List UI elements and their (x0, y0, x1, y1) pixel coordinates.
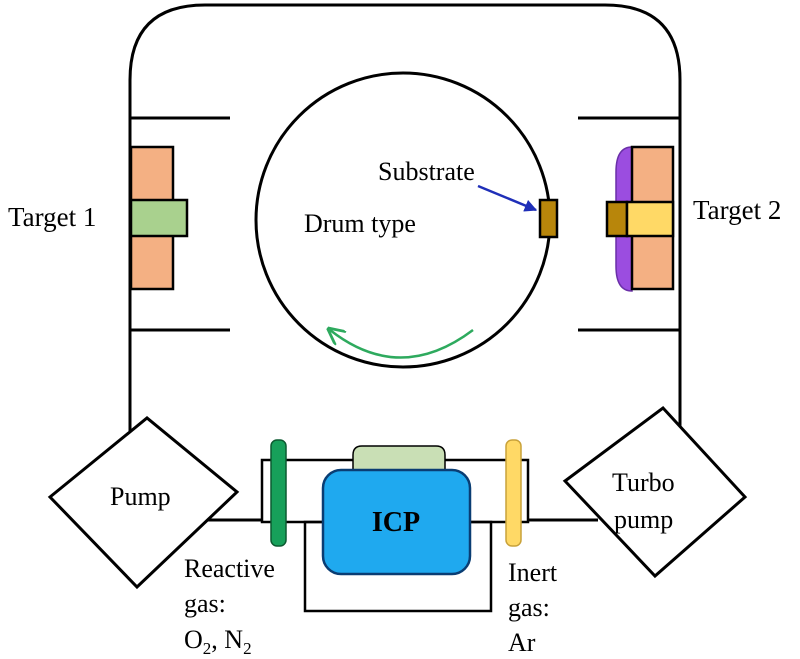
reactive-gas-tube (270, 439, 287, 547)
substrate-pointer-arrow (477, 184, 538, 212)
icp-cap (352, 445, 446, 474)
oxygen-subscript: 2 (203, 639, 212, 658)
magnet-bottom (615, 234, 633, 292)
reactive-gas-formula: O2, N2 (184, 625, 252, 658)
target2-port (578, 116, 680, 332)
icp-label: ICP (372, 507, 420, 538)
turbo-pump (562, 405, 748, 579)
formula-separator: , N (211, 625, 243, 654)
pump-label: Pump (110, 482, 171, 511)
target2-core (625, 200, 675, 238)
chamber-wall (128, 3, 682, 522)
target1-core (129, 198, 189, 238)
target2-shutter (605, 200, 629, 238)
target2-label: Target 2 (693, 195, 781, 225)
pump (47, 416, 240, 590)
reactive-gas-label-line1: Reactive (184, 554, 275, 583)
inert-gas-tube (505, 439, 522, 547)
icp-source (321, 468, 472, 576)
target1-label: Target 1 (8, 202, 96, 232)
nitrogen-subscript: 2 (243, 639, 252, 658)
oxygen-symbol: O (184, 625, 203, 654)
rotation-arrow (330, 330, 474, 359)
turbo-pump-label-line2: pump (614, 505, 673, 534)
target1-port (129, 116, 230, 332)
magnet-top (615, 146, 633, 204)
inert-gas-label-line2: gas: (508, 593, 550, 622)
drum-label: Drum type (304, 209, 416, 238)
icp-assembly (260, 445, 530, 613)
reactive-gas-label-line2: gas: (184, 589, 226, 618)
inert-gas-label-line1: Inert (508, 558, 558, 587)
substrate (538, 198, 559, 239)
inert-gas-label-line3: Ar (508, 628, 536, 657)
turbo-pump-label-line1: Turbo (612, 468, 675, 497)
substrate-label: Substrate (378, 157, 475, 186)
